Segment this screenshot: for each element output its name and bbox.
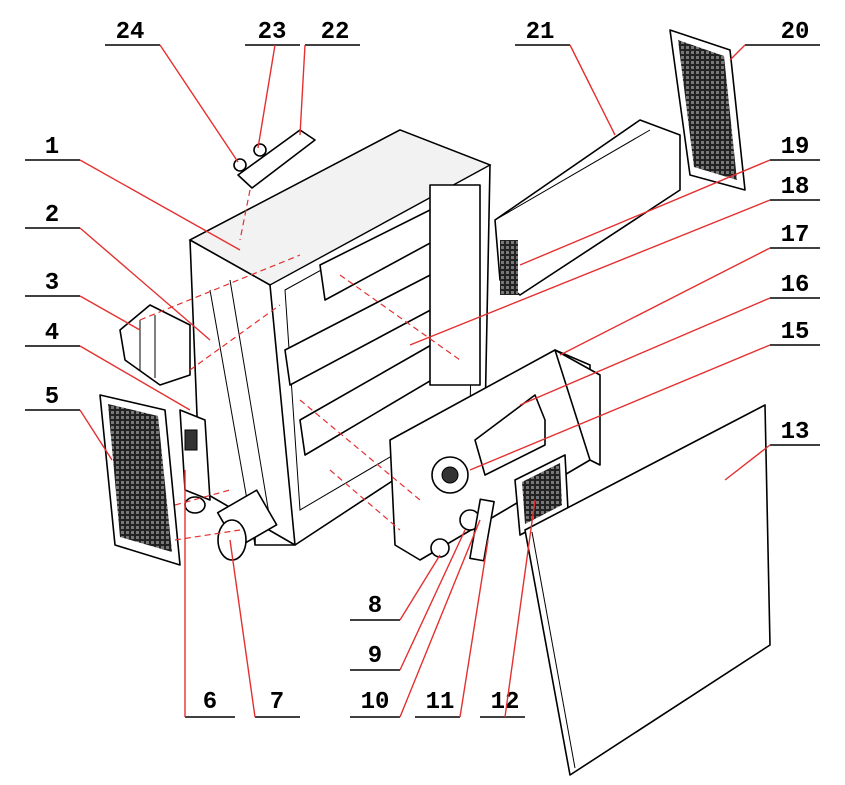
callout-number: 18 (781, 174, 810, 201)
callout-20: 20 (729, 19, 820, 61)
callout-23: 23 (245, 19, 300, 149)
callout-7: 7 (229, 539, 300, 718)
callout-number: 24 (116, 19, 145, 46)
alignment-lines (139, 189, 461, 541)
callout-number: 7 (270, 689, 284, 716)
cabinet-frame (188, 129, 492, 546)
callout-number: 2 (45, 202, 59, 229)
callout-12: 12 (480, 499, 536, 718)
callout-1: 1 (25, 134, 241, 251)
side-duct (494, 119, 681, 296)
callout-number: 16 (781, 272, 810, 299)
callout-number: 12 (491, 689, 520, 716)
callout-6: 6 (184, 470, 235, 718)
callout-number: 22 (321, 19, 350, 46)
callout-10: 10 (350, 519, 481, 718)
front-plate (389, 349, 601, 562)
callout-11: 11 (415, 539, 489, 718)
top-cover (233, 129, 316, 189)
front-door-panel (524, 404, 771, 776)
callout-number: 3 (45, 270, 59, 297)
right-filter-panel (669, 29, 746, 191)
callout-number: 1 (45, 134, 59, 161)
callout-number: 19 (781, 134, 810, 161)
callout-16: 16 (519, 272, 820, 406)
callout-2: 2 (25, 202, 211, 341)
callout-number: 23 (258, 19, 287, 46)
callout-8: 8 (350, 554, 441, 621)
callout-21: 21 (515, 19, 616, 136)
callout-4: 4 (25, 320, 191, 411)
callout-number: 8 (368, 593, 382, 620)
callout-5: 5 (25, 384, 113, 461)
callout-number: 4 (45, 320, 59, 347)
callout-number: 9 (368, 643, 382, 670)
callout-number: 17 (781, 222, 810, 249)
callout-24: 24 (105, 19, 239, 163)
callout-13: 13 (724, 419, 820, 481)
callout-number: 10 (361, 689, 390, 716)
callout-9: 9 (350, 529, 466, 671)
callout-number: 5 (45, 384, 59, 411)
callout-19: 19 (519, 134, 820, 266)
callout-15: 15 (469, 319, 820, 471)
callout-number: 21 (526, 19, 555, 46)
callout-number: 20 (781, 19, 810, 46)
callout-number: 15 (781, 319, 810, 346)
callout-number: 13 (781, 419, 810, 446)
callout-17: 17 (559, 222, 820, 356)
callout-number: 11 (426, 689, 455, 716)
left-filter-panel (99, 394, 181, 566)
callout-18: 18 (409, 174, 820, 346)
callout-3: 3 (25, 270, 141, 331)
callout-22: 22 (299, 19, 360, 136)
breaker-block (119, 304, 191, 386)
callout-number: 6 (203, 689, 217, 716)
